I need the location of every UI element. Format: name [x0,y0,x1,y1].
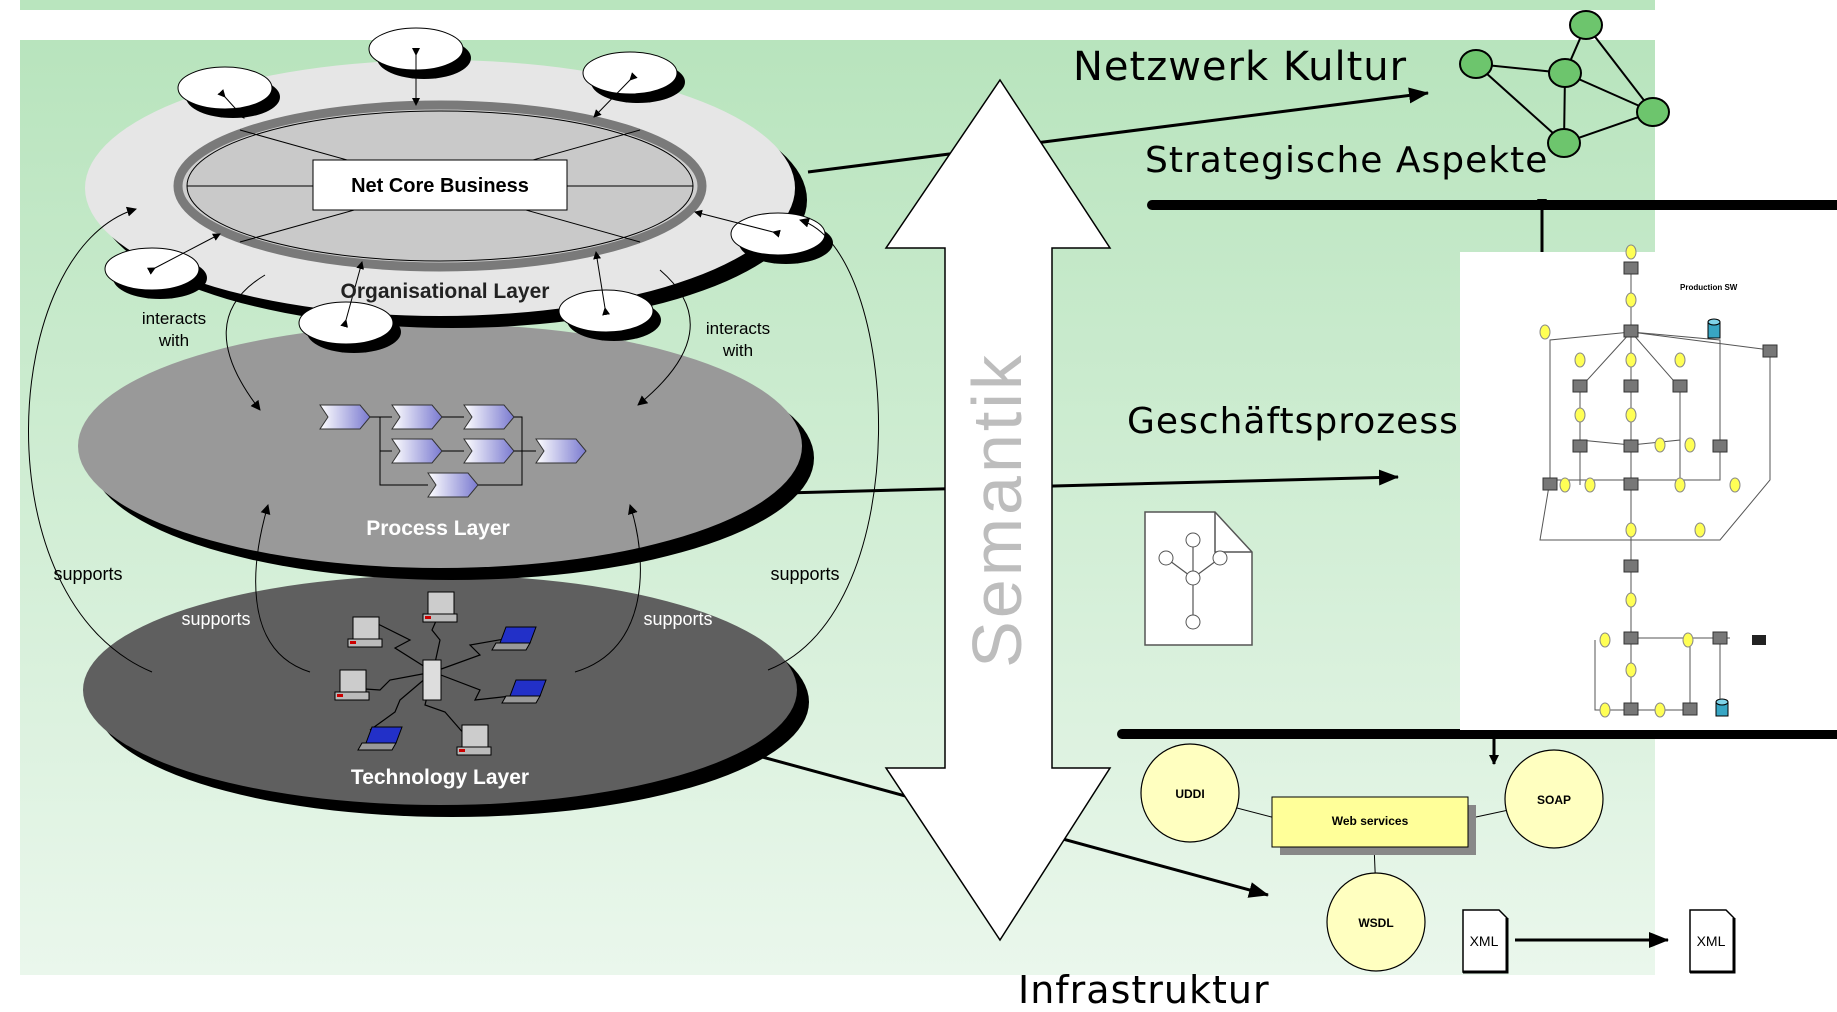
process-transitions [1542,261,1778,716]
interacts-right-line1: interacts [706,319,770,338]
interacts-left-line1: interacts [142,309,206,328]
supports-inner-right: supports [643,609,712,629]
process-layer [78,324,814,580]
web-services-cluster: Web services UDDI SOAP WSDL [1140,743,1604,972]
chevron [319,404,371,430]
desktop-computer-icon [334,669,370,701]
top-band [20,0,1655,10]
organisational-layer-label: Organisational Layer [341,280,550,303]
chevron [463,404,515,430]
process-layer-label: Process Layer [366,517,510,540]
laptop-icon [501,679,547,704]
relation-arrows [28,206,879,673]
supports-inner-left: supports [181,609,250,629]
laptop-icon [357,726,403,751]
process-flow-lines [1539,262,1771,711]
xml-document-icon: XML [1462,909,1509,974]
chevron [463,438,515,464]
database-icon [1715,698,1729,717]
laptop-icon [491,626,537,651]
semantik-label: Semantik [958,352,1036,668]
supports-outer-right: supports [770,564,839,584]
chevron [427,472,479,498]
network-graph-icon [1459,10,1670,158]
semantik-arrow: Semantik [884,78,1112,942]
geschaeftsprozesse-label: Geschäftsprozesse [1127,401,1482,442]
desktop-computer-icon [347,616,383,648]
xml-transform: XML XML [1462,909,1736,974]
desktop-computer-icon [422,591,458,623]
netzwerk-kultur-label: Netzwerk Kultur [1073,44,1407,90]
xml-document-icon: XML [1689,909,1736,974]
document-tree-icon [1144,511,1253,646]
process-diagram-title: Production SW [1680,283,1738,292]
wsdl-label: WSDL [1358,916,1393,930]
soap-label: SOAP [1537,793,1571,807]
computer-network [334,591,547,756]
process-places [1539,244,1741,718]
chevron [391,438,443,464]
interacts-left-line2: with [158,331,189,350]
xml-left-label: XML [1470,933,1499,949]
satellite-nodes [104,27,833,353]
strategische-aspekte-label: Strategische Aspekte [1145,140,1548,181]
xml-right-label: XML [1697,933,1726,949]
interacts-right-line2: with [722,341,753,360]
database-icon [1707,318,1721,339]
infrastruktur-label: Infrastruktur [1018,968,1270,1007]
process-chevrons [319,404,587,498]
chevron [391,404,443,430]
technology-layer-label: Technology Layer [351,766,529,789]
core-business-box: Net Core Business [312,159,568,211]
uddi-label: UDDI [1175,787,1204,801]
desktop-computer-icon [456,724,492,756]
printer-icon [1752,635,1766,645]
core-business-label: Net Core Business [351,175,529,197]
chevron [535,438,587,464]
web-services-label: Web services [1332,814,1409,828]
process-diagram-panel: Production SW [1460,244,1837,730]
supports-outer-left: supports [53,564,122,584]
